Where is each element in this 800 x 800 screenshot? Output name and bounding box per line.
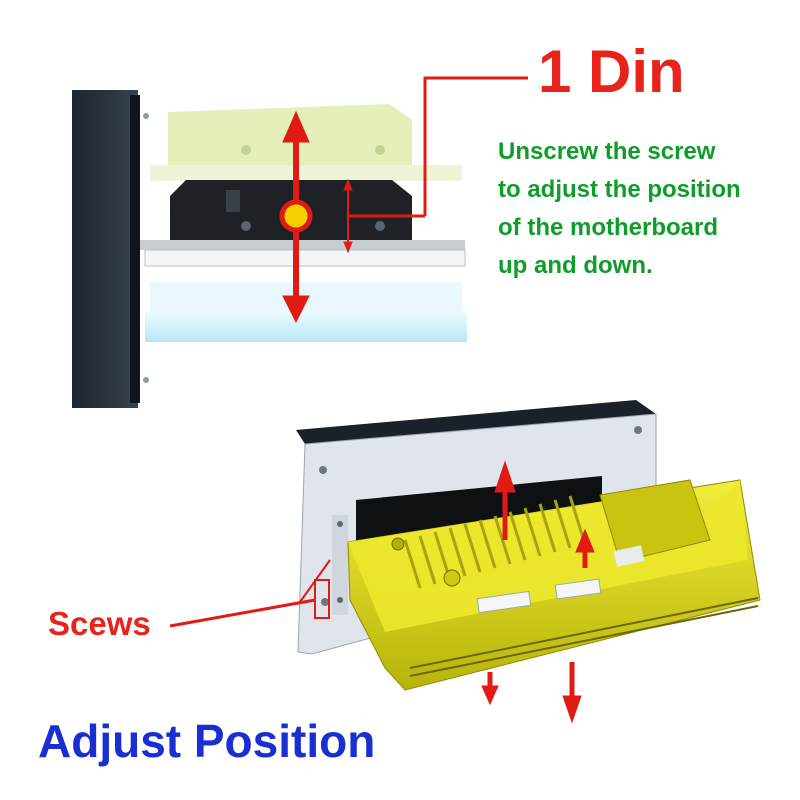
white-connector-2	[554, 578, 602, 600]
front-panel	[72, 90, 138, 408]
screws-label: Scews	[48, 605, 151, 642]
title-1din: 1 Din	[538, 38, 685, 105]
board-arrows	[481, 460, 595, 724]
ghost-lower-board	[145, 282, 467, 342]
instruction-text: Unscrew the screw to adjust the position…	[498, 133, 798, 285]
screws-highlight-box	[314, 579, 330, 619]
white-connector-1	[476, 590, 532, 614]
leader-line-1din	[423, 76, 528, 216]
caption-adjust-position: Adjust Position	[38, 715, 376, 767]
instruction-line-2: to adjust the position	[498, 176, 741, 203]
offset-indicator	[343, 178, 425, 254]
screws-leader-line	[169, 598, 316, 628]
adjustment-point	[279, 199, 313, 233]
side-view-unit	[72, 76, 528, 408]
perspective-unit	[169, 400, 761, 724]
instruction-line-4: up and down.	[498, 252, 653, 279]
instruction-line-1: Unscrew the screw	[498, 138, 716, 165]
instruction-line-3: of the motherboard	[498, 214, 718, 241]
bottom-grille	[409, 597, 759, 677]
